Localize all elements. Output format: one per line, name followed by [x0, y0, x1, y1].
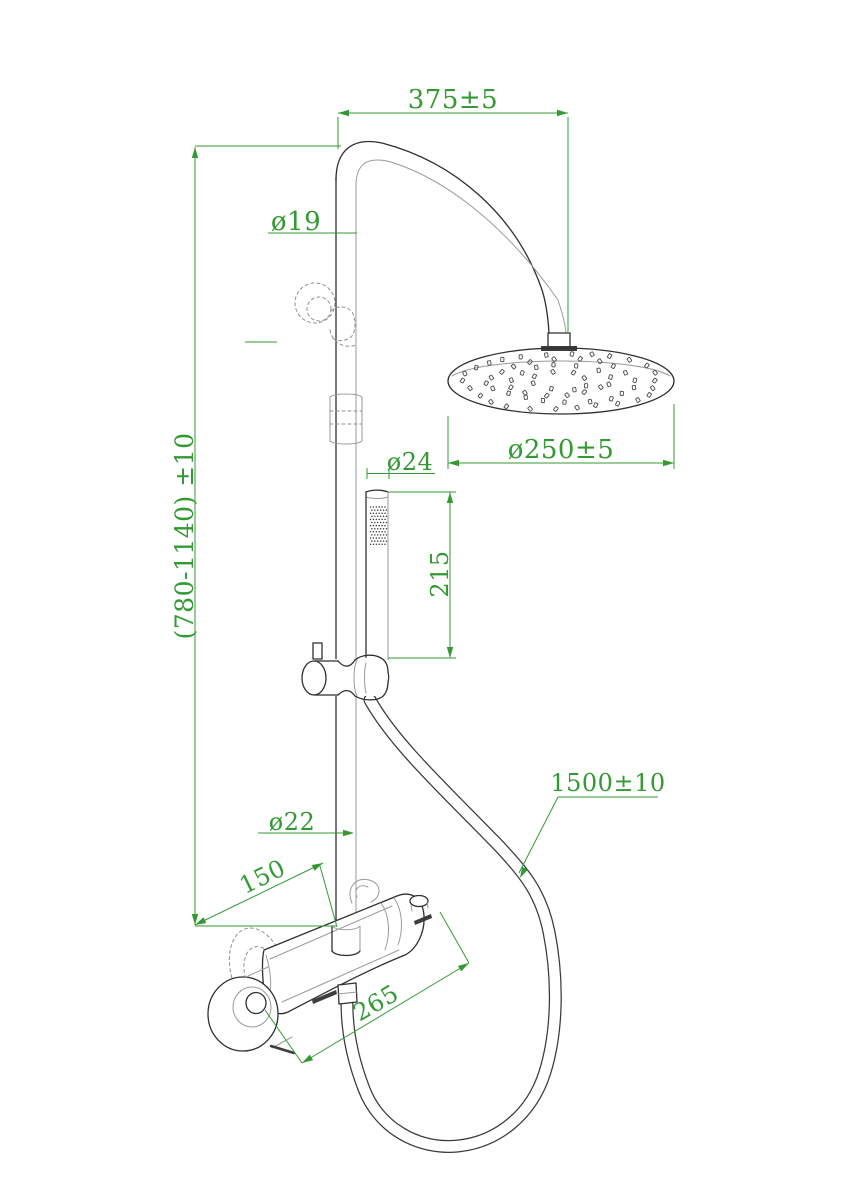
hose-nut [337, 982, 358, 1005]
valve-temperature-knob [207, 966, 296, 1055]
dim-label-handset-diameter: ø24 [387, 448, 434, 476]
dimension-arrows [191, 109, 674, 1063]
overhead-shower-head [447, 347, 675, 415]
dim-label-top-width: 375±5 [408, 85, 498, 115]
dim-label-riser-lower-diameter: ø22 [269, 808, 316, 836]
shower-head-nozzles [459, 351, 658, 412]
riser-pipe [335, 177, 357, 927]
thermostatic-valve [207, 879, 432, 1055]
dim-label-height-range: (780-1140) ±10 [170, 433, 199, 640]
diverter-lever [349, 879, 380, 904]
riser-coupling [329, 393, 363, 445]
dim-label-head-diameter: ø250±5 [508, 435, 615, 465]
hand-shower-spray-face [369, 506, 388, 545]
hand-shower [365, 489, 389, 661]
dim-label-hose-length: 1500±10 [550, 769, 665, 797]
dimension-lines [191, 109, 675, 1064]
dim-label-riser-upper-diameter: ø19 [271, 207, 321, 237]
slider-bracket [301, 642, 390, 701]
shower-hose [340, 693, 562, 1153]
wall-bracket [294, 282, 358, 347]
dim-label-handset-length: 215 [426, 550, 454, 597]
valve-top-button [409, 894, 429, 912]
riser-collar [331, 925, 361, 957]
shower-arm [335, 140, 567, 334]
